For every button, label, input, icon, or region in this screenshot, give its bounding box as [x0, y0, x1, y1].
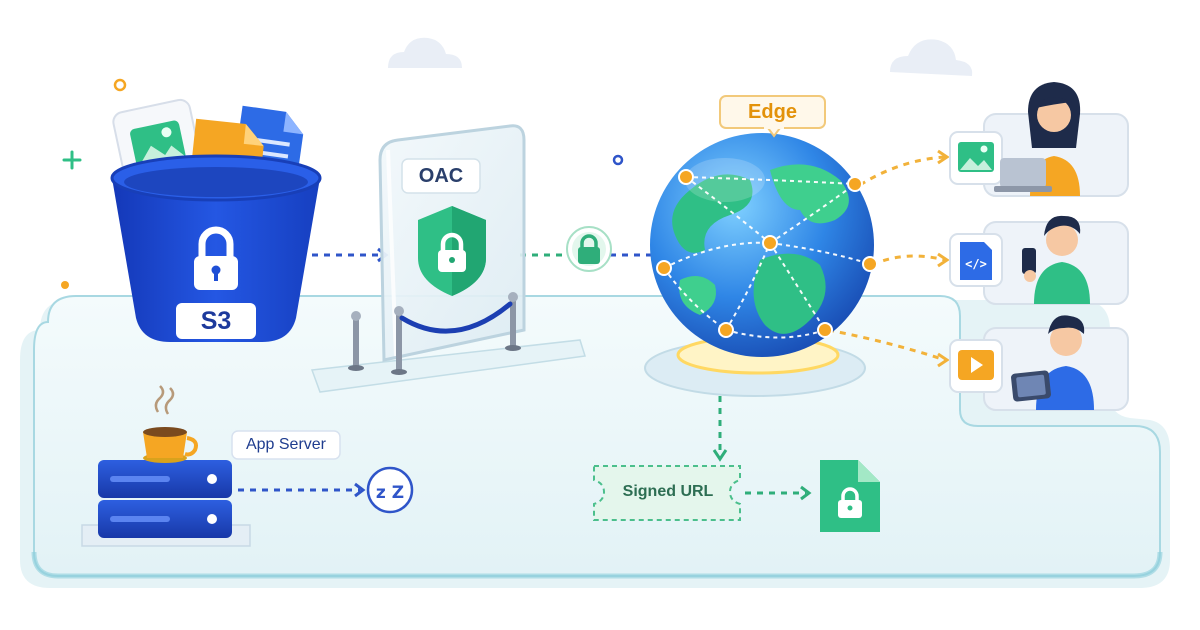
- s3-bucket: </>: [110, 98, 322, 342]
- app-server: [81, 385, 341, 547]
- user-panel-video-viewer: [949, 315, 1129, 411]
- shield-lock-icon: [418, 206, 486, 296]
- edge-to-user-image-connector: [859, 155, 946, 187]
- edge-to-user-video-connector: [827, 328, 946, 362]
- s3-label-box: [176, 303, 256, 339]
- app-server-label: App Server: [245, 436, 327, 453]
- code-tile-icon: </>: [949, 233, 1003, 287]
- sparkle-dot: [612, 154, 624, 166]
- coffee-cup-icon: [143, 385, 198, 463]
- secure-transfer-lock-icon: [566, 226, 612, 272]
- signed-url-label: Signed URL: [622, 483, 714, 500]
- sparkle-dot: [113, 78, 127, 92]
- user-panel-code-viewer: </>: [949, 215, 1129, 305]
- svg-text:</>: </>: [965, 257, 987, 271]
- svg-text:z Z: z Z: [376, 483, 404, 503]
- edge-globe: [644, 95, 878, 397]
- man-with-tablet-avatar: [1011, 315, 1094, 410]
- woman-with-laptop-avatar: [994, 82, 1081, 196]
- oac-gate: [310, 124, 586, 393]
- sparkle-plus: [62, 150, 82, 170]
- edge-label: Edge: [748, 101, 797, 123]
- man-with-phone-avatar: [1022, 215, 1090, 304]
- bucket-lock-icon: [194, 226, 238, 290]
- oac-label-box: [401, 158, 481, 194]
- s3-label: S3: [200, 307, 232, 335]
- cloud-icon: [890, 39, 973, 76]
- edge-to-user-code-connector: [871, 254, 946, 267]
- sparkle-dot: [61, 281, 69, 289]
- cloud-icon: [388, 37, 462, 68]
- user-panel-image-viewer: [949, 82, 1129, 197]
- video-tile-icon: [949, 339, 1003, 393]
- rope-barrier: [348, 292, 521, 375]
- app-server-label-box: [231, 430, 341, 460]
- oac-label: OAC: [418, 165, 464, 187]
- locked-file-icon: [820, 460, 880, 532]
- image-tile-icon: [949, 131, 1003, 185]
- sleep-icon: z Z: [366, 466, 414, 514]
- signed-url-ticket: [593, 465, 741, 521]
